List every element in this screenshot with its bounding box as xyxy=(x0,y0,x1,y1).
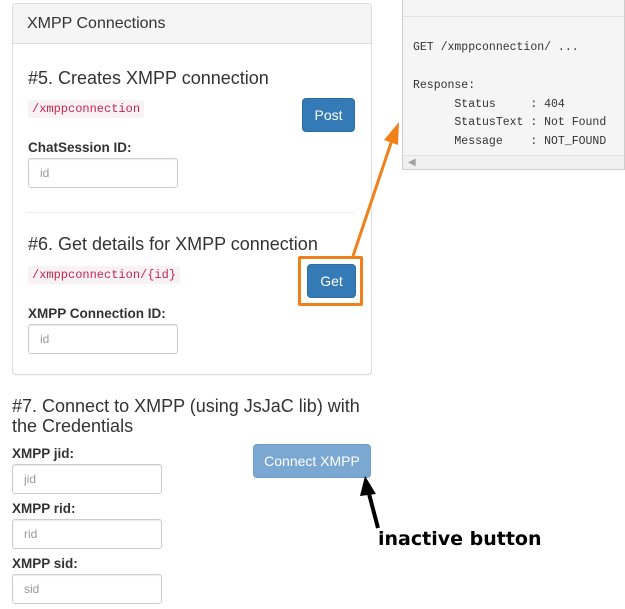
xmpp-connection-id-label: XMPP Connection ID: xyxy=(28,306,166,321)
xmpp-rid-label: XMPP rid: xyxy=(12,501,76,516)
section-divider xyxy=(26,212,354,213)
xmpp-sid-label: XMPP sid: xyxy=(12,556,78,571)
response-status: Status : 404 xyxy=(413,98,565,111)
xmpp-sid-input[interactable] xyxy=(12,574,162,604)
panel-title: XMPP Connections xyxy=(13,4,371,44)
response-message: Message : NOT_FOUND xyxy=(413,135,607,148)
orange-arrow-head xyxy=(384,122,399,145)
response-panel: GET /xmppconnection/ ... Response: Statu… xyxy=(402,0,625,170)
connect-xmpp-button[interactable]: Connect XMPP xyxy=(253,444,371,478)
response-heading: Response: xyxy=(413,79,476,92)
response-status-text: StatusText : Not Found xyxy=(413,116,607,129)
xmpp-rid-input[interactable] xyxy=(12,519,162,549)
chatsession-id-input[interactable] xyxy=(28,158,178,188)
section-5-title: #5. Creates XMPP connection xyxy=(28,68,269,88)
section-6-title: #6. Get details for XMPP connection xyxy=(28,234,318,254)
section-5-endpoint: /xmppconnection xyxy=(28,100,145,118)
scroll-left-icon[interactable]: ◀ xyxy=(408,157,416,168)
xmpp-connections-panel: XMPP Connections xyxy=(12,3,372,375)
get-button[interactable]: Get xyxy=(307,264,356,298)
black-arrow-line xyxy=(366,489,380,529)
section-7-title: #7. Connect to XMPP (using JsJaC lib) wi… xyxy=(12,396,360,436)
chatsession-id-label: ChatSession ID: xyxy=(28,140,132,155)
request-line: GET /xmppconnection/ ... xyxy=(413,41,579,54)
section-6-endpoint: /xmppconnection/{id} xyxy=(28,266,181,284)
xmpp-jid-label: XMPP jid: xyxy=(12,446,75,461)
response-top-border xyxy=(403,16,624,17)
xmpp-connection-id-input[interactable] xyxy=(28,324,178,354)
post-button[interactable]: Post xyxy=(302,98,355,132)
get-button-highlight xyxy=(298,256,363,306)
inactive-button-annotation: inactive button xyxy=(378,528,542,550)
horizontal-scrollbar[interactable]: ◀ xyxy=(403,155,624,169)
black-arrow-head xyxy=(360,476,376,496)
xmpp-jid-input[interactable] xyxy=(12,464,162,494)
